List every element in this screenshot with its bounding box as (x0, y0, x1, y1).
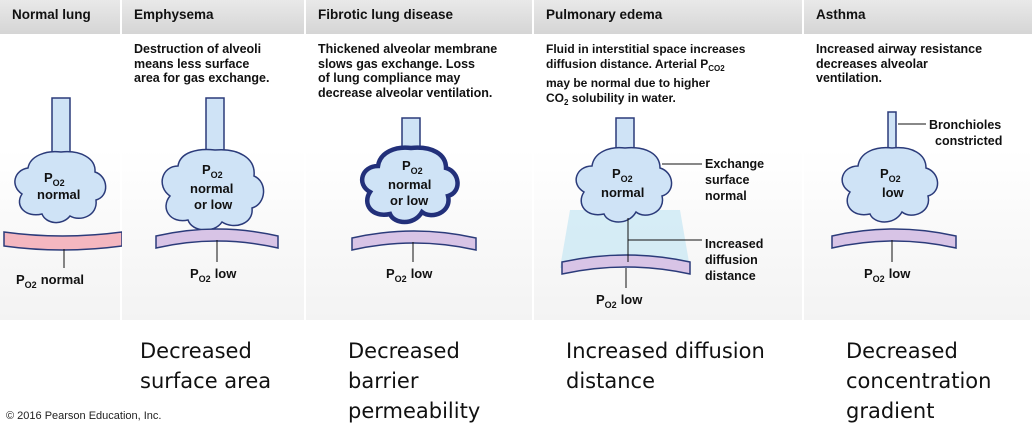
po2-status-2: or low (194, 197, 233, 212)
airway (52, 98, 70, 160)
capillary (4, 232, 122, 250)
po2-status: normal (601, 185, 644, 200)
po2-status: normal (190, 181, 233, 196)
capillary (832, 229, 956, 248)
diffusion-label-1: Increased (705, 237, 763, 251)
panel-fibrotic-lung-disease: Fibrotic lung disease Thickened alveolar… (306, 0, 534, 320)
panel-emphysema: Emphysema Destruction of alveoli means l… (122, 0, 306, 320)
exchange-label-3: normal (705, 189, 747, 203)
diffusion-label-2: diffusion (705, 253, 758, 267)
panel-asthma: Asthma Increased airway resistance decre… (804, 0, 1032, 320)
po2-status: low (882, 185, 905, 200)
panel-pulmonary-edema: Pulmonary edema Fluid in interstitial sp… (534, 0, 804, 320)
exchange-label-1: Exchange (705, 157, 764, 171)
exchange-label-2: surface (705, 173, 750, 187)
po2-status: normal (388, 177, 431, 192)
copyright-notice: © 2016 Pearson Education, Inc. (6, 410, 161, 422)
bronchioles-label-2: constricted (935, 134, 1002, 148)
capillary (352, 231, 476, 250)
po2-status: normal (37, 187, 80, 202)
bronchioles-label-1: Bronchioles (929, 118, 1001, 132)
diffusion-label-3: distance (705, 269, 756, 283)
po2-status-2: or low (390, 193, 429, 208)
